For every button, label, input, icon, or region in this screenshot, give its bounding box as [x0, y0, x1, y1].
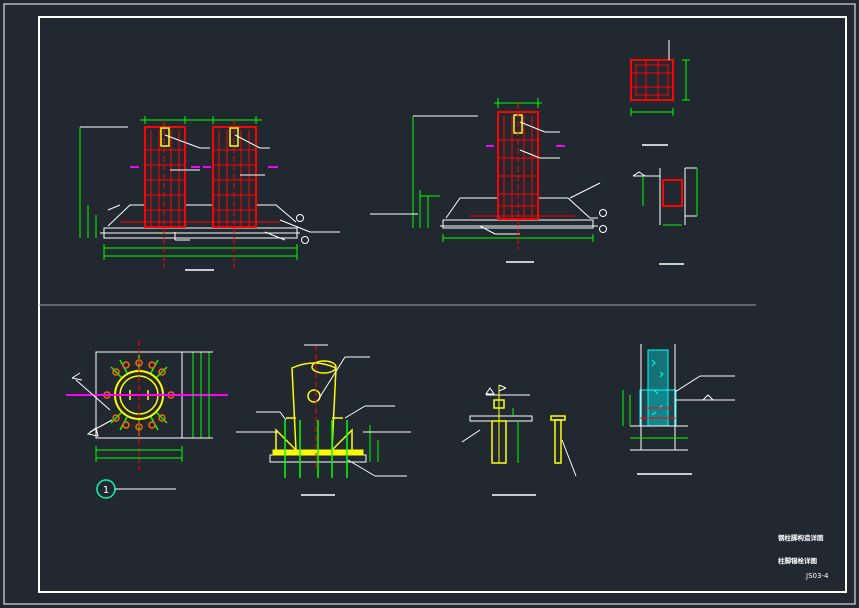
elevation-mark-icon — [485, 387, 495, 395]
section-cut-icon — [71, 372, 83, 381]
elevation-mark-icon — [701, 394, 715, 401]
title-block: 钢柱脚构造详图 柱脚锚栓详图 JS03-4 — [778, 533, 829, 580]
column-side-section — [632, 167, 698, 265]
detail-bubble-number: 1 — [103, 485, 109, 496]
grouted-pedestal-section — [622, 344, 735, 475]
sheet-frame — [3, 3, 856, 605]
title-block-line-2: 柱脚锚栓详图 — [778, 556, 818, 565]
anchor-bolt-plan — [66, 340, 228, 470]
detail-bubble-icon: 1 — [96, 479, 176, 499]
title-block-line-1: 钢柱脚构造详图 — [778, 533, 824, 542]
anchor-bolt-detail — [461, 384, 577, 496]
drawing-number: JS03-4 — [805, 572, 829, 580]
column-plan-section — [630, 40, 690, 146]
single-pedestal-elevation — [370, 98, 607, 263]
column-base-elevation — [236, 344, 411, 496]
elevation-mark-icon — [632, 171, 646, 177]
twin-pedestal-elevation — [79, 116, 340, 271]
